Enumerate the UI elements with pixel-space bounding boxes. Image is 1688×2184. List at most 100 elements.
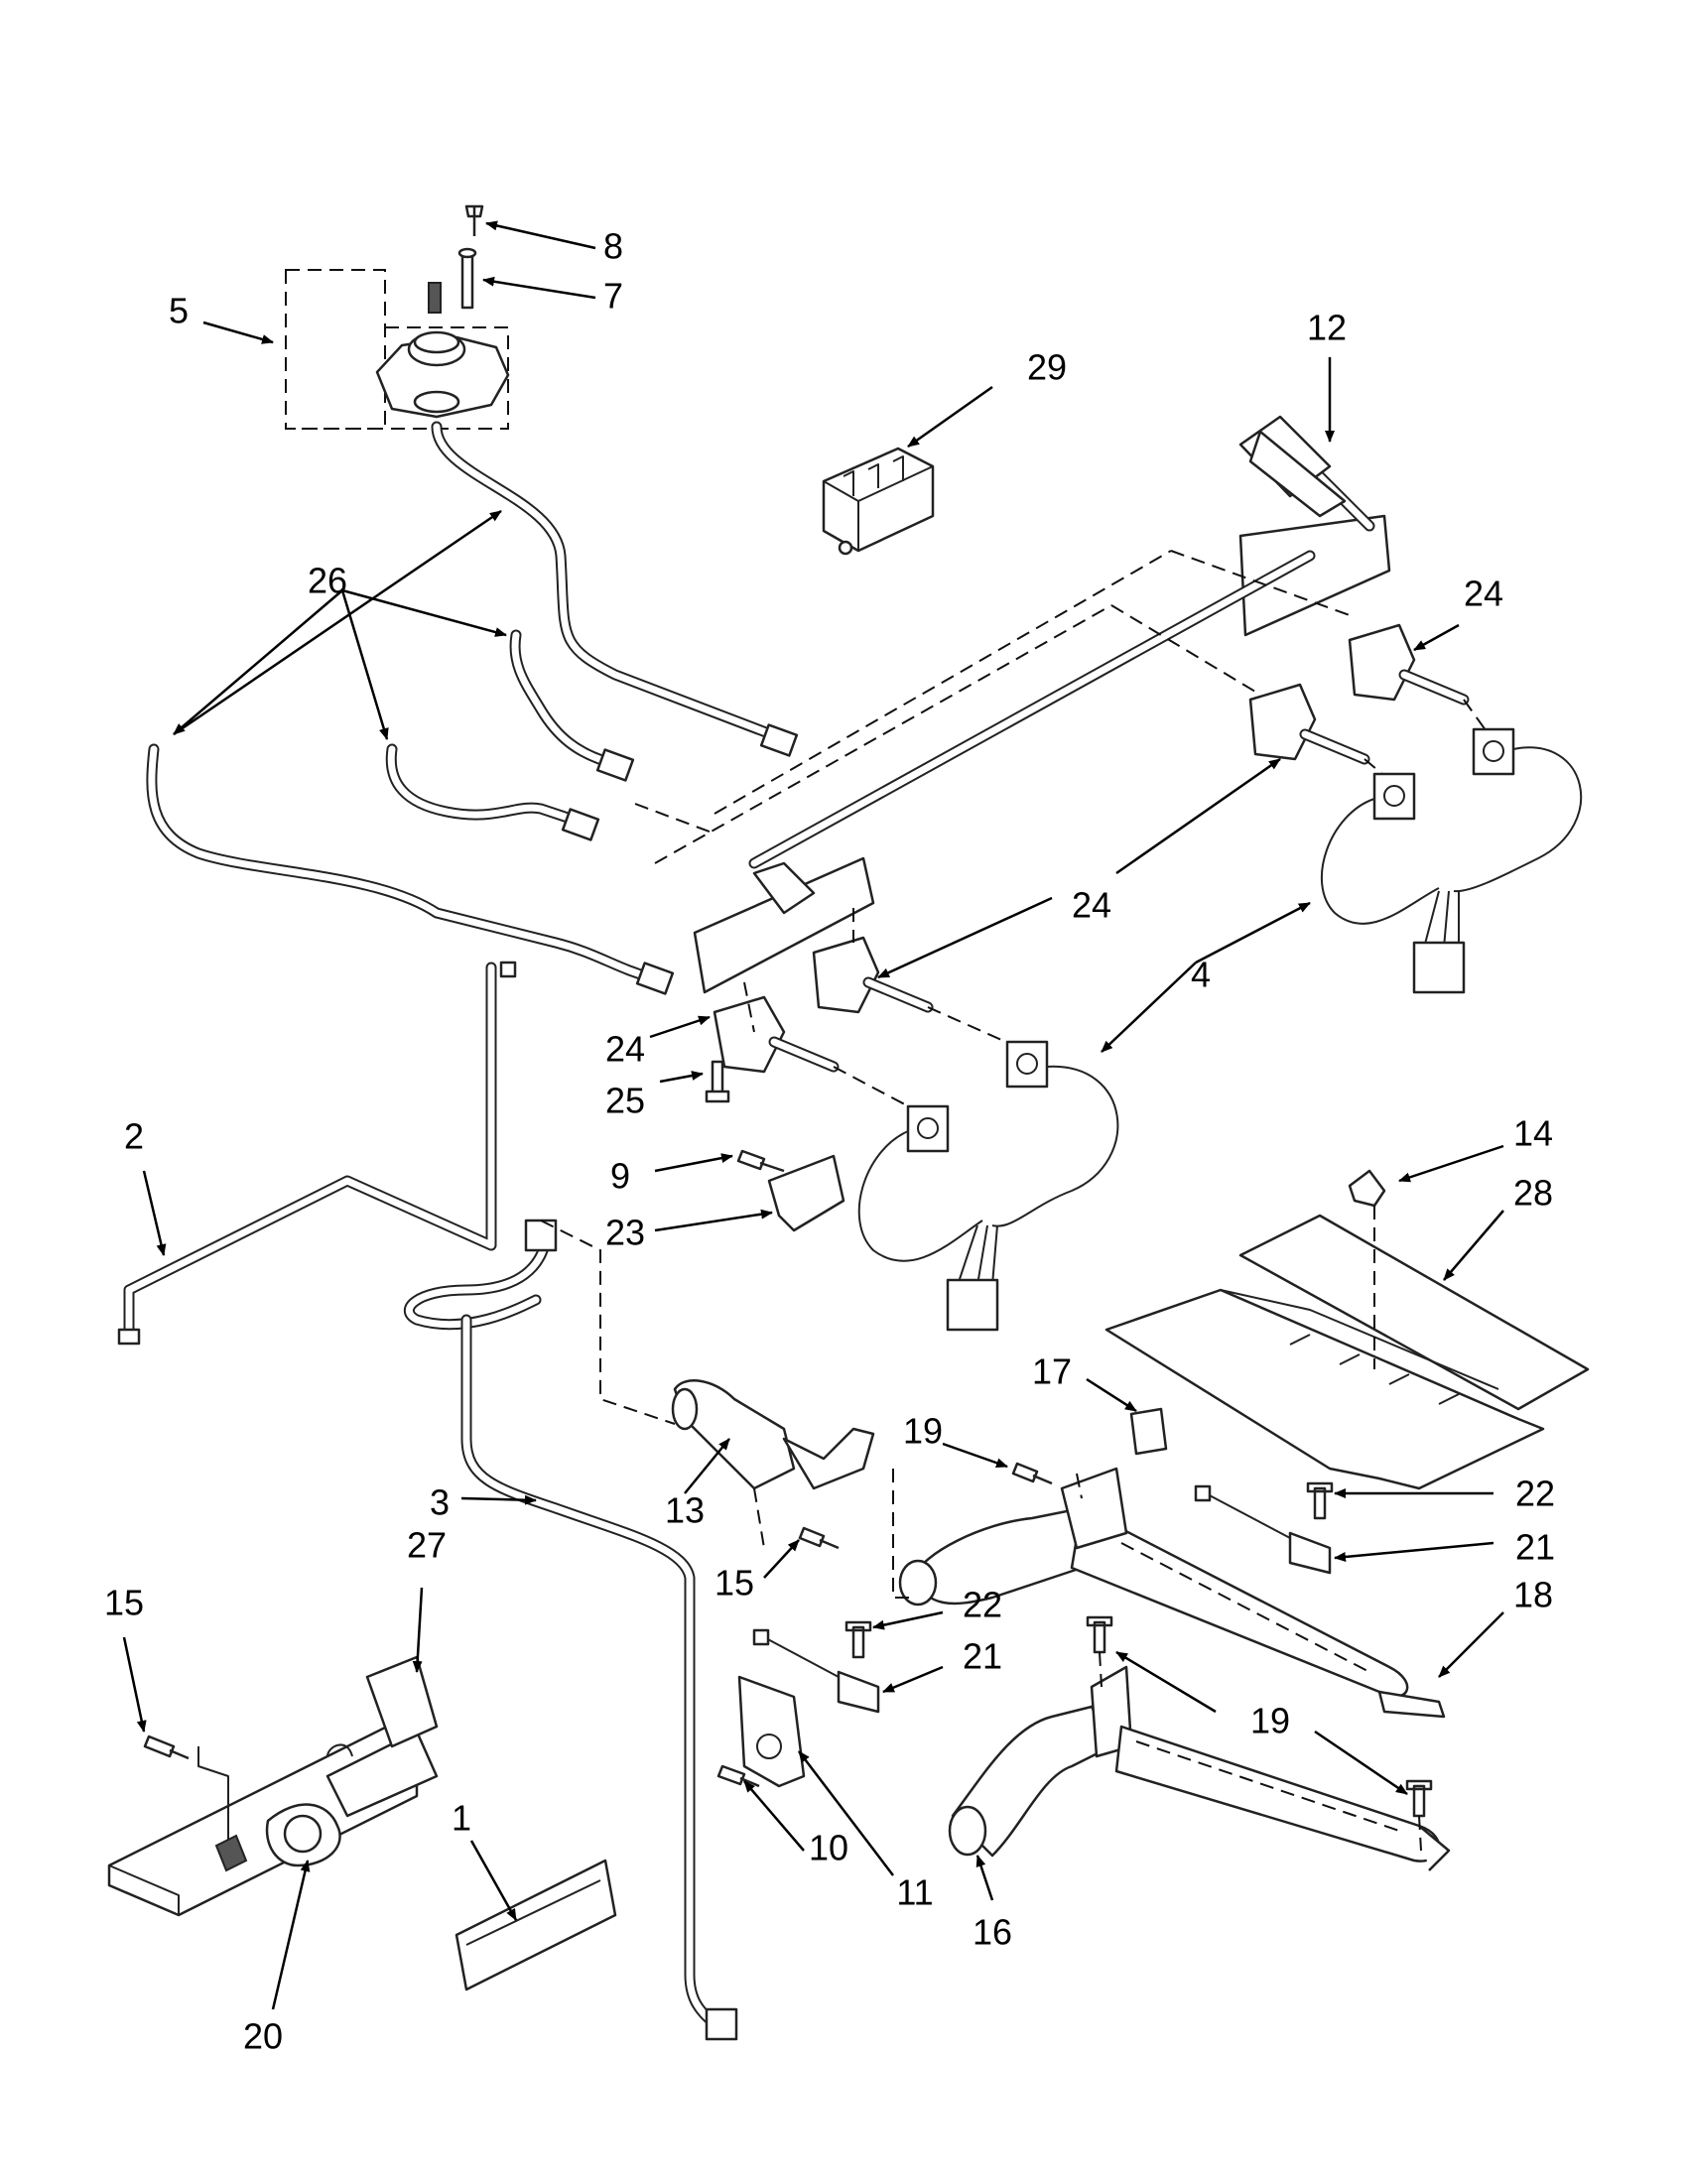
screw-25 [705,1060,730,1103]
leader-9 [654,1153,733,1173]
leader-28 [1443,1210,1504,1281]
fitting [759,723,799,757]
broil-burner-16 [948,1665,1451,1871]
fitting [595,748,635,782]
part-labels: 8 7 5 12 29 26 24 24 4 24 25 2 14 9 28 2… [104,226,1555,2057]
label-4: 4 [1191,955,1211,995]
leader-26-b [340,589,389,740]
label-20: 20 [243,2016,283,2057]
valve-24-middle [812,936,934,1014]
leader-19-middle [1115,1650,1217,1714]
label-25: 25 [605,1081,645,1121]
leader-4-upper [1195,901,1311,964]
label-17: 17 [1032,1351,1072,1392]
label-24-top: 24 [1464,574,1503,614]
label-16: 16 [973,1912,1012,1953]
screw-19-lower [1405,1779,1433,1818]
leader-18 [1438,1611,1504,1678]
label-15-middle: 15 [714,1563,754,1604]
label-8: 8 [603,226,623,267]
leader-27 [412,1587,424,1673]
burner-bracket [1060,1467,1128,1550]
assembly-box-left [285,269,386,430]
screw-19-upper [1011,1462,1053,1485]
label-22-upper: 22 [1515,1474,1555,1514]
leader-29 [907,385,993,449]
terminal-block-29 [822,447,935,556]
label-1: 1 [452,1798,471,1839]
leader-8 [485,220,596,250]
leader-10 [743,1780,805,1852]
label-3: 3 [430,1482,450,1523]
label-12: 12 [1307,308,1347,348]
label-10: 10 [809,1828,848,1868]
leader-26-a [173,589,343,735]
label-11: 11 [896,1872,933,1913]
leader-11 [798,1750,894,1876]
label-7: 7 [603,276,623,317]
screw-8 [464,204,484,236]
igniter-21-upper [1194,1484,1332,1575]
gas-line-2 [117,961,517,1346]
burner-tubes-26 [146,421,799,995]
leader-5 [202,321,274,344]
screw-19-middle [1086,1615,1113,1654]
screw-15-left [143,1734,190,1760]
label-5: 5 [169,291,189,331]
leader-19-upper [942,1442,1008,1469]
leader-3 [460,1494,537,1505]
leader-4-lower [1101,962,1197,1053]
leader-20 [271,1860,311,2010]
screw-9 [736,1149,785,1173]
gas-regulator-assembly [107,1655,439,1917]
leader-7 [482,276,596,300]
leader-15-left [122,1636,147,1733]
label-24-left: 24 [605,1029,645,1070]
label-9: 9 [610,1156,630,1197]
electrode-7 [460,251,474,310]
screw-15-middle [798,1526,840,1550]
leader-22-lower [872,1610,944,1630]
fitting [635,962,675,995]
label-2: 2 [124,1116,144,1157]
gas-line-3 [403,1219,738,2041]
leader-15-middle [763,1539,800,1579]
leader-16 [975,1855,994,1901]
leader-lines [122,220,1504,2010]
leader-19-lower [1314,1730,1408,1796]
label-19-upper: 19 [903,1411,943,1452]
fitting [561,808,600,841]
harness-connector [1412,941,1466,994]
leader-14 [1398,1144,1504,1183]
leader-21-upper [1334,1541,1494,1562]
assembly-box-right [286,326,509,430]
label-21-upper: 21 [1515,1527,1555,1568]
igniter-21-lower [752,1628,880,1714]
small-screw [428,282,442,314]
label-18: 18 [1513,1575,1553,1615]
label-23: 23 [605,1213,645,1253]
long-manifold [748,550,1316,869]
bracket-11 [737,1675,806,1788]
bracket-17 [1129,1407,1168,1456]
label-15-left: 15 [104,1583,144,1623]
valve-24-far-right [1348,623,1470,706]
orifice-holder-13 [671,1379,875,1549]
flame-spreader-28 [1104,1214,1590,1490]
label-21-lower: 21 [963,1636,1002,1677]
label-22-lower: 22 [963,1585,1002,1625]
leader-26-d [173,509,502,736]
label-19-lower: 19 [1250,1701,1290,1741]
valve-24-left [713,995,840,1074]
leader-24-mid-left [877,896,1053,979]
leader-2 [142,1170,167,1256]
label-26: 26 [308,561,347,601]
valve-24-center-right [1248,683,1370,765]
label-29: 29 [1027,347,1067,388]
leader-13 [684,1438,730,1494]
upper-manifold [1238,415,1391,637]
wing-nut-14 [1348,1169,1386,1208]
switch-harness-4-upper [1320,727,1583,994]
leader-17 [1086,1377,1137,1413]
